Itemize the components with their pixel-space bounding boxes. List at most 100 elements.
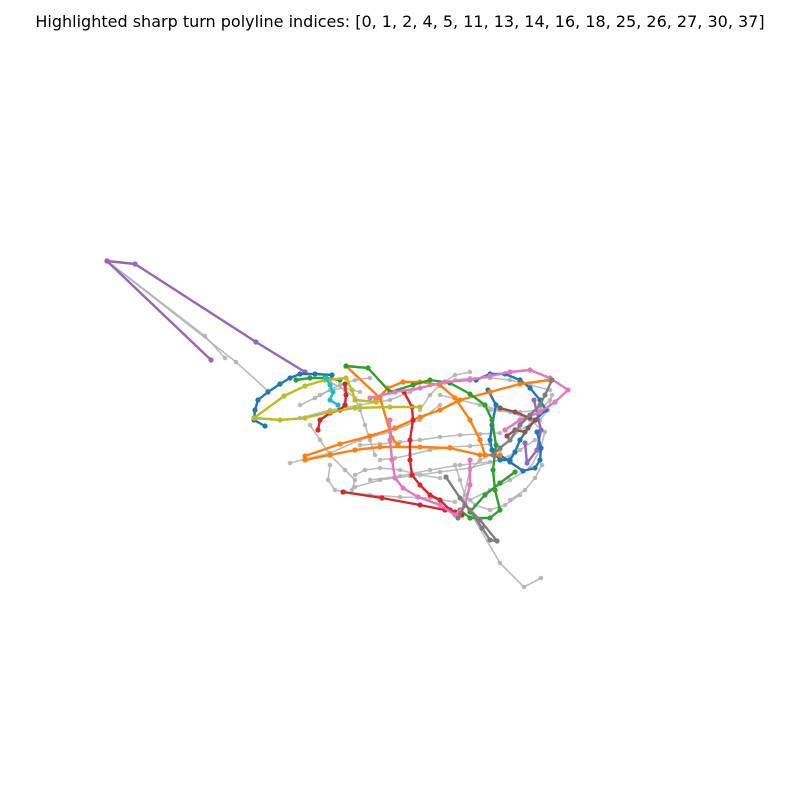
background-polyline-vertex [437, 392, 443, 398]
highlighted-polyline [497, 429, 544, 474]
highlighted-polyline-path [345, 364, 502, 520]
highlighted-polyline-vertex [522, 429, 528, 435]
highlighted-polyline-vertex [549, 377, 555, 383]
highlighted-polyline [104, 258, 308, 375]
highlighted-polyline-vertex [400, 379, 406, 385]
highlighted-polyline-vertex [281, 393, 287, 399]
highlighted-polyline-vertex [487, 389, 493, 395]
highlighted-polyline-vertex [340, 489, 346, 495]
highlighted-polyline-vertex [342, 402, 348, 408]
highlighted-polyline-vertex [517, 422, 523, 428]
highlighted-polyline-vertex [415, 494, 421, 500]
highlighted-polyline-vertex [532, 465, 538, 471]
highlighted-polyline-vertex [265, 389, 271, 395]
background-polyline-vertex [477, 402, 483, 408]
highlighted-polyline-vertex [302, 453, 308, 459]
background-polyline-vertex [437, 475, 443, 481]
highlighted-polyline-vertex [262, 423, 268, 429]
highlighted-polyline-vertex [497, 445, 503, 451]
highlighted-polyline-vertex [482, 492, 488, 498]
background-polyline-vertex [539, 462, 545, 468]
highlighted-polyline-path [506, 419, 536, 437]
highlighted-polyline-vertex [467, 377, 473, 383]
highlighted-polyline-vertex [532, 417, 538, 423]
highlighted-polyline-vertex [565, 387, 571, 393]
highlighted-polyline-vertex [337, 441, 343, 447]
highlighted-polyline-vertex [534, 429, 540, 435]
highlighted-polyline-vertex [490, 467, 496, 473]
background-polyline-vertex [538, 575, 544, 581]
highlighted-polyline-vertex [409, 472, 415, 478]
highlighted-polyline-vertex [443, 474, 449, 480]
highlighted-polyline-vertex [552, 399, 558, 405]
background-polyline-vertex [542, 429, 548, 435]
highlighted-polyline-vertex [482, 452, 488, 458]
highlighted-polyline-vertex [497, 480, 503, 486]
background-polyline-path [454, 377, 551, 391]
highlighted-polyline-vertex [302, 383, 308, 389]
background-polyline-vertex [452, 372, 458, 378]
highlighted-polyline-vertex [132, 261, 138, 267]
background-polyline-vertex [417, 437, 423, 443]
background-polyline-vertex [467, 369, 473, 375]
highlighted-polyline-vertex [537, 402, 543, 408]
background-polyline-vertex [233, 359, 239, 365]
highlighted-polyline-vertex [531, 397, 537, 403]
highlighted-polyline-path [106, 260, 212, 361]
background-polyline-vertex [312, 395, 318, 401]
highlighted-polyline-vertex [507, 369, 513, 375]
highlighted-polyline-vertex [487, 437, 493, 443]
highlighted-polyline [251, 371, 335, 429]
highlighted-polyline-vertex [497, 457, 503, 463]
highlighted-polyline-vertex [349, 387, 355, 393]
highlighted-polyline-vertex [327, 382, 333, 388]
highlighted-polyline-vertex [527, 412, 533, 418]
highlighted-polyline-vertex [297, 371, 303, 377]
background-polyline-vertex [357, 389, 363, 395]
highlighted-polyline-vertex [377, 444, 383, 450]
highlighted-polyline-vertex [373, 399, 379, 405]
highlighted-polyline-vertex [538, 445, 544, 451]
highlighted-polyline-vertex [407, 457, 413, 463]
highlighted-polyline-vertex [502, 427, 508, 433]
highlighted-polyline-vertex [208, 357, 214, 363]
highlighted-polyline-vertex [400, 485, 406, 491]
highlighted-polyline-vertex [389, 457, 395, 463]
highlighted-polyline-vertex [538, 427, 544, 433]
background-polyline-vertex [317, 392, 323, 398]
background-polyline-vertex [457, 477, 463, 483]
highlighted-polyline-vertex [323, 375, 329, 381]
highlighted-polyline-vertex [517, 437, 523, 443]
highlighted-polyline-vertex [417, 404, 423, 410]
highlighted-polyline-path [252, 372, 333, 428]
background-polyline [377, 441, 493, 463]
highlighted-polyline-vertex [327, 409, 333, 415]
highlighted-polyline-vertex [477, 452, 483, 458]
highlighted-polyline-vertex [494, 538, 500, 544]
highlighted-polyline [443, 474, 500, 544]
highlighted-polyline-vertex [527, 385, 533, 391]
highlighted-polyline-vertex [520, 468, 526, 474]
highlighted-polyline-vertex [410, 382, 416, 388]
highlighted-polyline-vertex [493, 442, 499, 448]
background-polyline-vertex [497, 430, 503, 436]
background-polyline-vertex [297, 402, 303, 408]
background-polyline-vertex [437, 402, 443, 408]
highlighted-polyline-vertex [287, 375, 293, 381]
highlighted-polyline-vertex [343, 392, 349, 398]
highlighted-polyline-vertex [417, 414, 423, 420]
background-polyline-vertex [457, 462, 463, 468]
highlighted-polyline-vertex [315, 427, 321, 433]
background-polyline [352, 465, 443, 481]
background-polyline-vertex [427, 447, 433, 453]
highlighted-polyline-vertex [251, 415, 257, 421]
highlighted-polyline-vertex [329, 372, 335, 378]
highlighted-polyline-vertex [104, 258, 110, 264]
highlighted-polyline-vertex [487, 537, 493, 543]
highlighted-polyline-vertex [490, 452, 496, 458]
background-polyline-vertex [307, 422, 313, 428]
highlighted-polyline-vertex [507, 459, 513, 465]
background-polyline-vertex [549, 392, 555, 398]
highlighted-polyline-vertex [277, 417, 283, 423]
